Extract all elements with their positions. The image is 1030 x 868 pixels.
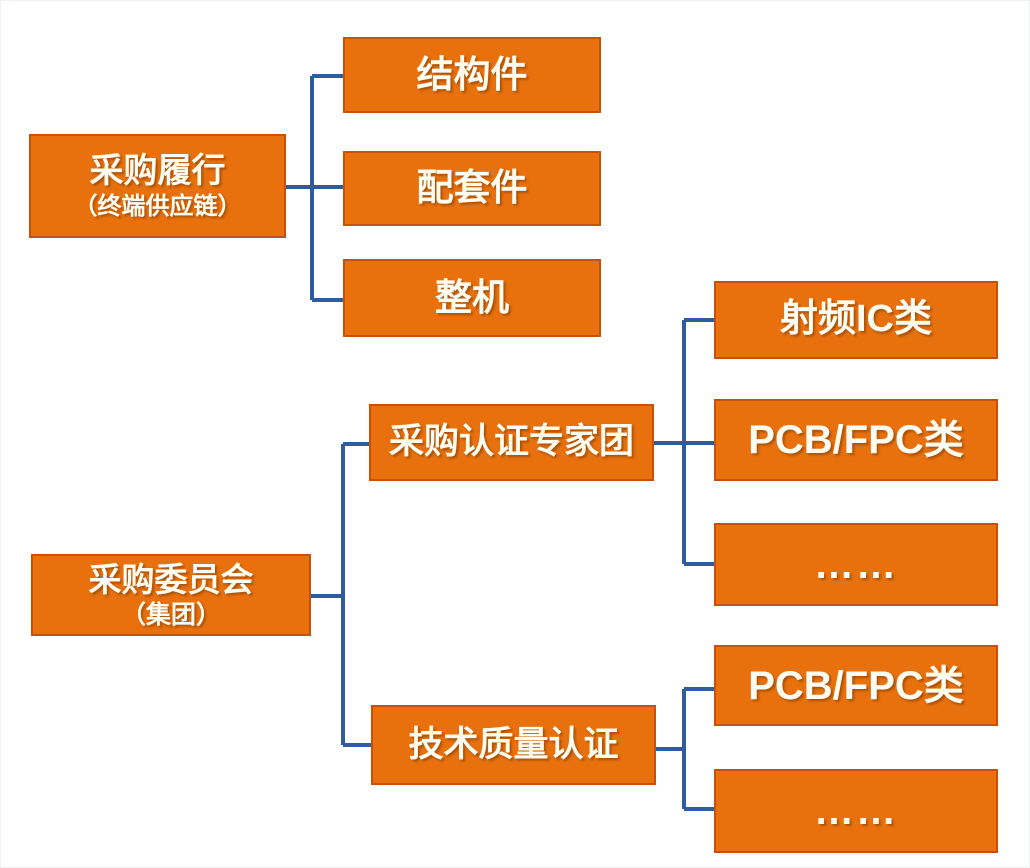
node-structural-parts: 结构件 bbox=[343, 37, 601, 113]
node-label: 整机 bbox=[435, 276, 509, 318]
node-label: 结构件 bbox=[416, 53, 528, 95]
node-pcb-fpc-bottom: PCB/FPC类 bbox=[714, 645, 998, 726]
node-complete-machine: 整机 bbox=[343, 259, 601, 337]
connector-bracket-fulfillment bbox=[286, 74, 343, 302]
node-cert-expert-team: 采购认证专家团 bbox=[369, 404, 654, 481]
node-label: …… bbox=[814, 542, 898, 587]
connector-bracket-tech-quality bbox=[656, 687, 714, 811]
node-ellipsis-top: …… bbox=[714, 523, 998, 606]
node-tech-quality-cert: 技术质量认证 bbox=[371, 705, 656, 785]
node-sublabel: （集团） bbox=[120, 600, 221, 629]
node-label: 采购认证专家团 bbox=[388, 422, 634, 462]
node-label: 采购委员会 bbox=[88, 560, 254, 598]
node-label: 射频IC类 bbox=[779, 298, 932, 341]
node-label: 技术质量认证 bbox=[408, 724, 619, 764]
connector-bracket-expert-team bbox=[654, 318, 714, 566]
node-label: 配套件 bbox=[416, 167, 528, 209]
node-rf-ic: 射频IC类 bbox=[714, 281, 998, 359]
connector-bracket-committee bbox=[311, 442, 371, 747]
node-procurement-committee: 采购委员会 （集团） bbox=[31, 554, 311, 636]
node-ellipsis-bottom: …… bbox=[714, 769, 998, 853]
node-label: PCB/FPC类 bbox=[748, 663, 964, 708]
node-label: …… bbox=[814, 789, 898, 833]
node-purchase-fulfillment: 采购履行 （终端供应链） bbox=[29, 134, 286, 238]
node-label: PCB/FPC类 bbox=[748, 418, 964, 462]
node-accessories: 配套件 bbox=[343, 151, 601, 226]
node-sublabel: （终端供应链） bbox=[73, 192, 242, 220]
node-label: 采购履行 bbox=[89, 151, 226, 190]
node-pcb-fpc-top: PCB/FPC类 bbox=[714, 399, 998, 481]
